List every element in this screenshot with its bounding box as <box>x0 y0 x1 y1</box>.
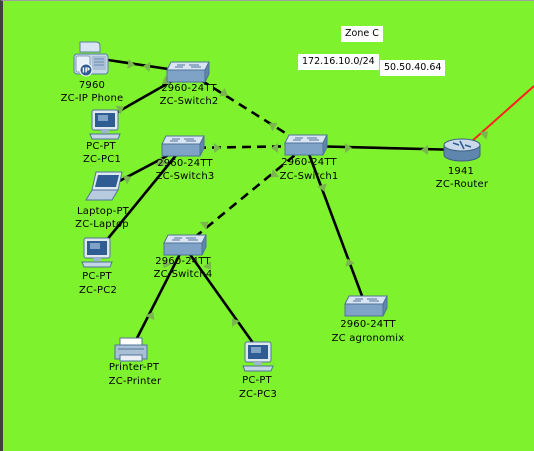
link-status-indicator <box>269 122 278 132</box>
link-status-indicator <box>345 258 355 267</box>
router-model-label: 1941 <box>447 166 475 177</box>
link-switch4-printer[interactable] <box>132 245 186 345</box>
printer-icon <box>114 337 148 362</box>
link-status-indicator <box>199 221 209 230</box>
switch3-name-label: ZC-Switch3 <box>155 171 215 182</box>
link-status-indicator <box>159 156 168 166</box>
printer-name-label: ZC-Printer <box>108 376 162 387</box>
link-status-indicator <box>479 131 489 140</box>
link-status-indicator <box>270 169 280 178</box>
link-status-indicator <box>219 87 228 97</box>
pc1-name-label: ZC-PC1 <box>82 154 122 165</box>
link-status-indicator <box>202 261 212 270</box>
switch-icon <box>284 134 328 156</box>
switch1-name-label: ZC-Switch1 <box>279 171 339 182</box>
ip-phone-model-label: 7960 <box>78 80 106 91</box>
ip-phone-name-label: ZC-IP Phone <box>60 93 124 104</box>
pc1-model-label: PC-PT <box>86 141 116 152</box>
agronomix-model-label: 2960-24TT <box>340 319 396 330</box>
switch2-model-label: 2960-24TT <box>161 83 217 94</box>
switch4-name-label: ZC-Switch4 <box>153 269 213 280</box>
link-status-indicator <box>344 143 352 153</box>
laptop-icon <box>85 171 123 201</box>
switch-icon <box>166 61 210 83</box>
printer-model-label: Printer-PT <box>108 362 160 373</box>
link-switch4-pc3[interactable] <box>182 245 260 351</box>
device-ip-phone[interactable]: IP <box>72 40 114 78</box>
agronomix-name-label: ZC agronomix <box>331 333 405 344</box>
link-switch1-router[interactable] <box>305 143 463 155</box>
device-laptop[interactable] <box>85 170 126 202</box>
link-status-indicator <box>145 311 155 321</box>
pc-icon <box>242 341 274 372</box>
device-switch1[interactable] <box>283 133 329 157</box>
switch-icon <box>344 295 388 317</box>
link-status-indicator <box>421 145 429 155</box>
switch3-model-label: 2960-24TT <box>157 158 213 169</box>
link-status-indicator <box>213 143 221 153</box>
link-status-indicator <box>122 175 132 185</box>
subnet-note[interactable]: 172.16.10.0/24 <box>298 54 379 70</box>
switch1-model-label: 2960-24TT <box>281 157 337 168</box>
link-status-indicator <box>127 59 135 69</box>
device-pc2[interactable] <box>80 236 114 268</box>
switch2-name-label: ZC-Switch2 <box>159 96 219 107</box>
link-status-indicator <box>162 259 172 269</box>
device-agronomix-switch[interactable] <box>343 294 389 318</box>
switch-icon <box>161 135 205 157</box>
link-status-indicator <box>317 183 327 192</box>
pc-icon <box>81 237 113 268</box>
link-router-offscreen[interactable] <box>461 85 534 151</box>
device-pc3[interactable] <box>241 340 275 372</box>
device-pc1[interactable] <box>88 108 122 140</box>
pc3-model-label: PC-PT <box>242 375 272 386</box>
link-status-indicator <box>115 105 125 115</box>
laptop-model-label: Laptop-PT <box>77 206 129 217</box>
svg-text:IP: IP <box>82 67 90 75</box>
zone-note[interactable]: Zone C <box>341 26 383 42</box>
device-printer[interactable] <box>112 337 150 363</box>
link-switch1-agro[interactable] <box>304 145 367 305</box>
switch-icon <box>163 234 207 256</box>
router-name-label: ZC-Router <box>435 179 489 190</box>
ip-phone-icon: IP <box>73 41 109 77</box>
wan-ip-note[interactable]: 50.50.40.64 <box>380 60 446 76</box>
pc3-name-label: ZC-PC3 <box>238 389 278 400</box>
laptop-name-label: ZC-Laptop <box>75 219 129 230</box>
link-switch1-switch4[interactable] <box>183 144 307 248</box>
device-switch3[interactable] <box>160 134 206 158</box>
pc2-model-label: PC-PT <box>82 271 112 282</box>
router-icon <box>443 138 481 162</box>
link-status-indicator <box>231 318 241 327</box>
link-switch2-switch1[interactable] <box>187 70 307 148</box>
link-status-indicator <box>143 62 151 72</box>
switch4-model-label: 2960-24TT <box>155 256 211 267</box>
device-switch2[interactable] <box>165 60 211 84</box>
device-router[interactable] <box>441 136 483 164</box>
pc-icon <box>89 109 121 140</box>
device-switch4[interactable] <box>162 233 208 257</box>
link-status-indicator <box>271 143 279 153</box>
pc2-name-label: ZC-PC2 <box>78 285 118 296</box>
